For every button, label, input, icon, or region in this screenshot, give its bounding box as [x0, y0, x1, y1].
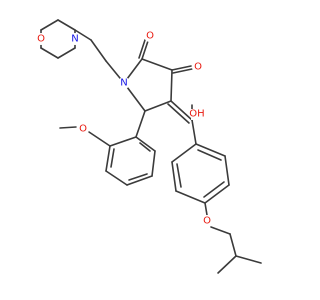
ring-nitrogen-atom: N — [118, 77, 130, 89]
atom-labels: O N N O O OH O O — [35, 30, 213, 227]
svg-text:O: O — [146, 31, 154, 42]
ether-oxygen-atom: O — [201, 215, 213, 227]
hydroxyl-group-label: OH — [189, 109, 205, 120]
molecule-structure: O N N O O OH O O — [35, 19, 262, 274]
c3-carbonyl — [171, 65, 193, 74]
ethyl-linker — [74, 29, 125, 84]
morpholine-oxygen-atom: O — [35, 33, 47, 45]
structure-canvas: O N N O O OH O O — [35, 19, 262, 274]
svg-text:N: N — [71, 34, 78, 45]
svg-text:O: O — [194, 62, 202, 73]
isobutoxy-chain — [204, 202, 262, 274]
svg-text:O: O — [79, 124, 87, 135]
c2-carbonyl — [138, 39, 149, 60]
methoxyphenyl-ring — [105, 110, 156, 186]
c2-oxo-atom: O — [144, 30, 156, 42]
methoxy-oxygen-atom: O — [77, 123, 89, 135]
svg-text:O: O — [37, 34, 45, 45]
pyrrolidine-ring — [123, 58, 173, 112]
svg-text:OH: OH — [189, 109, 204, 120]
svg-text:O: O — [203, 216, 211, 227]
methoxy-group — [59, 126, 111, 147]
svg-text:N: N — [120, 78, 127, 89]
enol-group — [167, 100, 197, 145]
morpholine-nitrogen-atom: N — [69, 33, 81, 45]
c3-oxo-atom: O — [192, 61, 204, 73]
aryl-ring-top — [171, 143, 230, 204]
